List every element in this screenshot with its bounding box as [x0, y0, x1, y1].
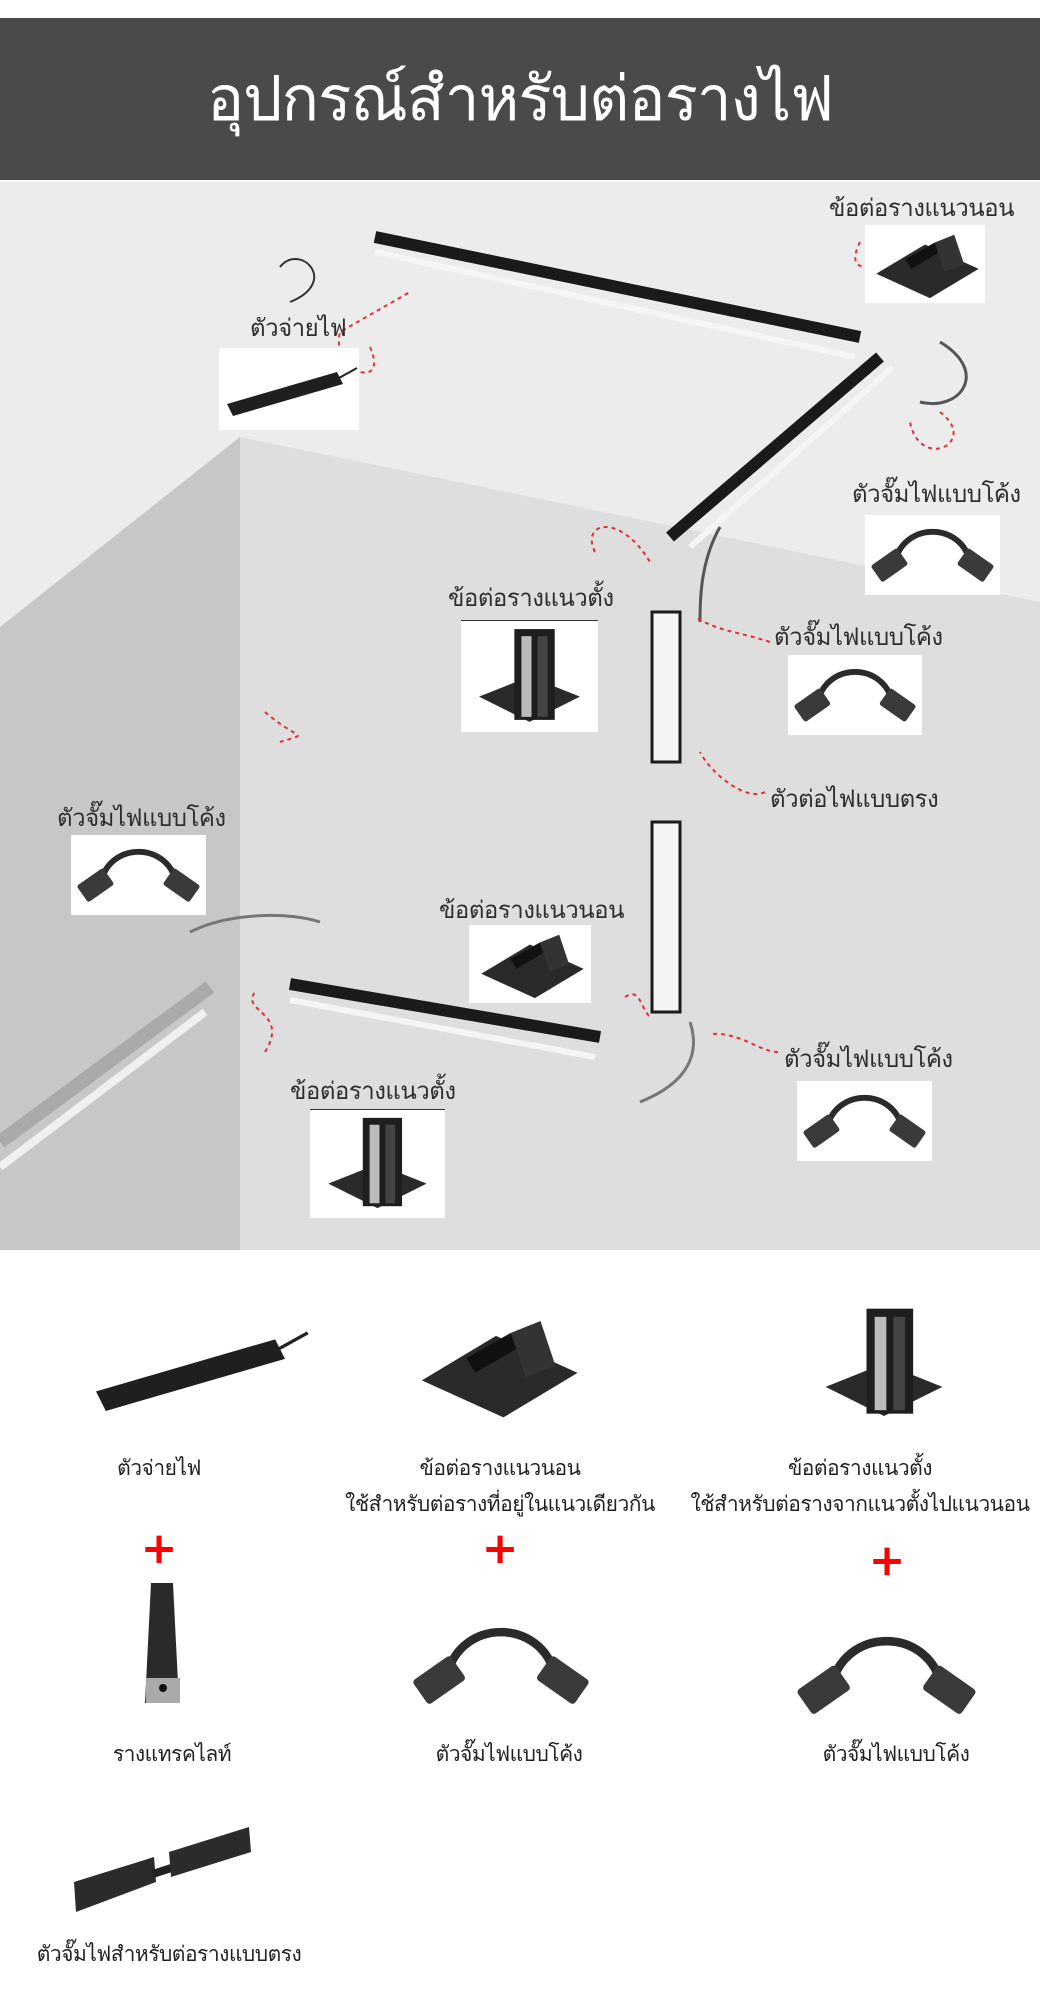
product-image-power-supply: [61, 1310, 333, 1424]
thumb-curve-connector: [71, 835, 206, 915]
label-horizontal-connector-bottom: ข้อต่อรางแนวนอน: [439, 896, 624, 924]
thumb-curve-connector: [788, 655, 922, 735]
thumb-power-supply: [219, 348, 359, 430]
title-banner: อุปกรณ์สำหรับต่อรางไฟ: [0, 18, 1040, 180]
thumb-vertical-connector: [310, 1109, 445, 1218]
thumb-horizontal-connector: [865, 225, 985, 303]
plus-icon: +: [140, 1523, 178, 1574]
thumb-horizontal-connector: [469, 925, 591, 1003]
product-image-curve-connector: [788, 1615, 985, 1735]
caption-power-supply: ตัวจ่ายไฟ: [117, 1456, 201, 1480]
plus-icon: +: [868, 1535, 906, 1586]
caption-horizontal-connector: ข้อต่อรางแนวนอน: [419, 1456, 581, 1480]
product-image-curve-connector: [404, 1602, 598, 1729]
label-vertical-connector-mid: ข้อต่อรางแนวตั้ง: [448, 584, 614, 612]
label-curve-connector-left: ตัวจั๊มไฟแบบโค้ง: [57, 804, 226, 832]
installation-diagram: ข้อต่อรางแนวนอน ตัวจ่ายไฟ ตัวจั๊มไฟแบบโค…: [0, 182, 1040, 1250]
thumb-curve-connector: [865, 515, 1000, 595]
product-image-straight-connector: [64, 1812, 254, 1920]
label-curve-connector-top-right: ตัวจั๊มไฟแบบโค้ง: [852, 480, 1021, 508]
caption-track-rail: รางแทรคไลท์: [112, 1742, 232, 1766]
thumb-curve-connector: [797, 1081, 932, 1161]
plus-icon: +: [481, 1523, 519, 1574]
page-title: อุปกรณ์สำหรับต่อรางไฟ: [206, 62, 834, 135]
track-rails: [0, 231, 968, 1171]
thumb-vertical-connector: [461, 620, 598, 732]
label-straight-connector: ตัวต่อไฟแบบตรง: [770, 785, 939, 813]
caption-vertical-connector: ข้อต่อรางแนวตั้ง: [787, 1456, 933, 1480]
caption-curve-connector: ตัวจั๊มไฟแบบโค้ง: [822, 1742, 970, 1766]
label-curve-connector-mid: ตัวจั๊มไฟแบบโค้ง: [774, 623, 943, 651]
label-vertical-connector-bottom: ข้อต่อรางแนวตั้ง: [290, 1077, 456, 1105]
product-image-vertical-connector: [814, 1290, 954, 1437]
caption-curve-connector: ตัวจั๊มไฟแบบโค้ง: [435, 1742, 583, 1766]
caption-straight-connector: ตัวจั๊มไฟสำหรับต่อรางแบบตรง: [36, 1942, 302, 1966]
product-image-track-rail: [143, 1583, 183, 1710]
caption-horizontal-connector-desc: ใช้สำหรับต่อรางที่อยู่ในแนวเดียวกัน: [345, 1492, 655, 1516]
product-image-horizontal-connector: [407, 1297, 585, 1434]
label-horizontal-connector-top: ข้อต่อรางแนวนอน: [829, 194, 1014, 222]
label-power-supply: ตัวจ่ายไฟ: [250, 314, 347, 342]
caption-vertical-connector-desc: ใช้สำหรับต่อรางจากแนวตั้งไปแนวนอน: [690, 1492, 1030, 1516]
label-curve-connector-bottom-right: ตัวจั๊มไฟแบบโค้ง: [784, 1045, 953, 1073]
